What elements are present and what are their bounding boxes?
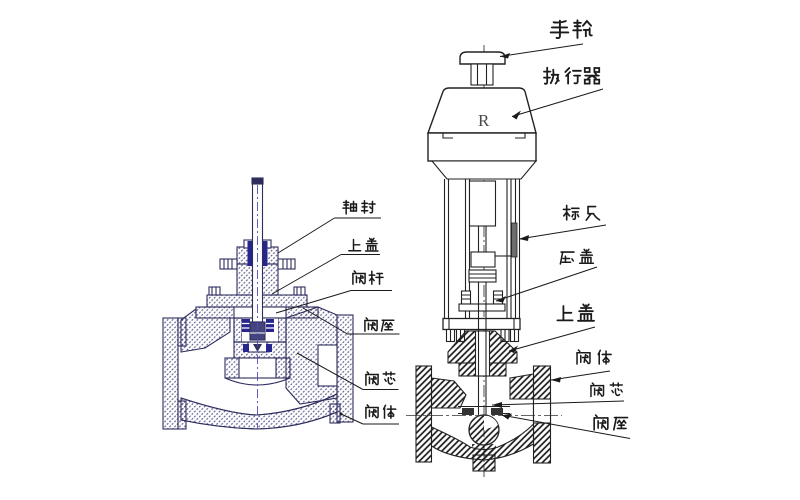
svg-text:R: R <box>478 111 490 130</box>
